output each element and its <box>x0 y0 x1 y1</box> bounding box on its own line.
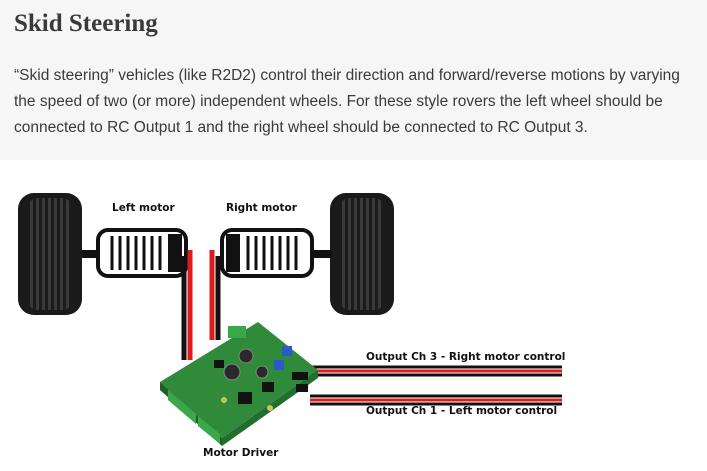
left-wheel <box>18 193 82 315</box>
wiring-illustration <box>18 193 562 446</box>
motor-driver-label: Motor Driver <box>203 447 279 459</box>
skid-steering-diagram: Left motor Right motor Output Ch 3 - Rig… <box>0 160 707 471</box>
right-motor-label: Right motor <box>226 202 297 214</box>
left-motor <box>82 228 188 278</box>
right-motor <box>220 228 332 278</box>
motor-wires <box>181 250 221 360</box>
left-motor-label: Left motor <box>112 202 175 214</box>
output-wires <box>310 365 562 406</box>
right-wheel <box>330 193 394 315</box>
page-title: Skid Steering <box>14 10 158 37</box>
output-ch3-label: Output Ch 3 - Right motor control <box>366 351 566 363</box>
description-paragraph: “Skid steering” vehicles (like R2D2) con… <box>14 67 680 136</box>
output-ch1-label: Output Ch 1 - Left motor control <box>366 405 558 417</box>
motor-driver-board <box>160 322 318 446</box>
